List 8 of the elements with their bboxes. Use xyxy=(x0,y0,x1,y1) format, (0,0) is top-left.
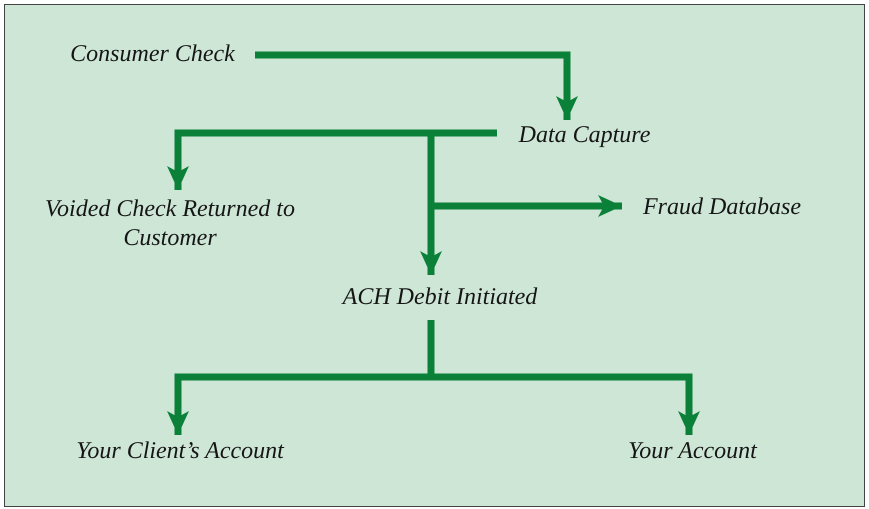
step-label: Data Capture xyxy=(497,120,672,150)
step-label: Your Account xyxy=(600,435,785,467)
step-label: Voided Check Returned to Customer xyxy=(40,190,300,258)
step-label: Your Client’s Account xyxy=(50,435,310,467)
arrow xyxy=(255,52,578,120)
step-label: Fraud Database xyxy=(622,192,822,222)
step-label: Consumer Check xyxy=(50,38,255,70)
step-label: ACH Debit Initiated xyxy=(310,275,570,320)
